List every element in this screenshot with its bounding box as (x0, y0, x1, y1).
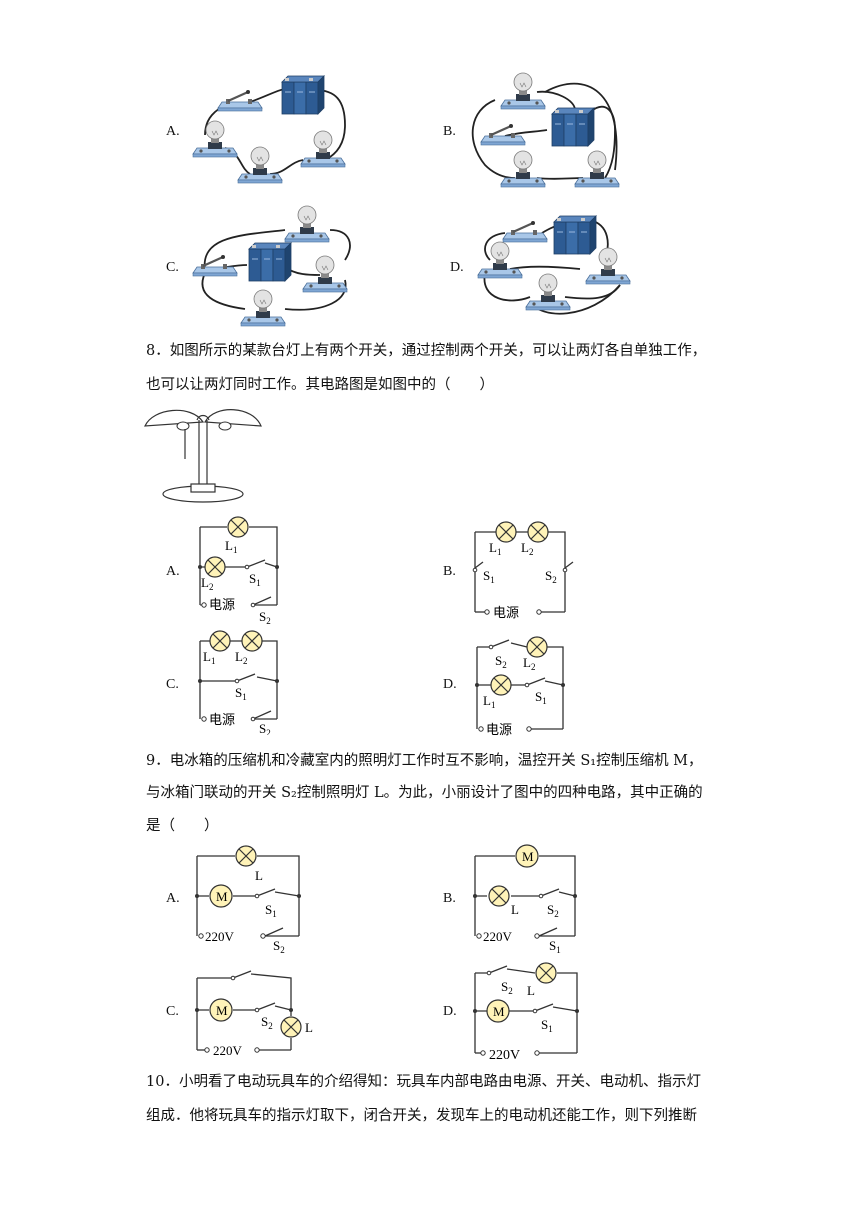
q8a-l1: L1 (225, 538, 237, 555)
q7-option-a-circuit (192, 75, 346, 184)
q9d-s1: S1 (541, 1017, 553, 1034)
q9d-lamp: L (527, 983, 535, 998)
q9-option-a-label[interactable]: A. (166, 891, 180, 906)
q9b-lamp: L (511, 902, 519, 917)
q9-option-c-circuit: M L S2 220V (195, 970, 313, 1058)
q9c-motor: M (216, 1003, 228, 1018)
q8c-l1: L1 (203, 649, 215, 666)
q9c-lamp: L (305, 1020, 313, 1035)
q8a-s2: S2 (259, 609, 271, 625)
q8a-s1: S1 (249, 571, 261, 588)
q8a-l2: L2 (201, 575, 213, 592)
q8b-s1: S1 (483, 568, 495, 585)
q9a-lamp: L (255, 868, 263, 883)
q9b-voltage: 220V (483, 929, 513, 944)
q8-option-a-circuit: L1 L2 S1 电源 S2 (198, 516, 279, 625)
q8d-l2: L2 (523, 655, 535, 672)
q9b-motor: M (522, 849, 534, 864)
question-9-line-1: 9．电冰箱的压缩机和冷藏室内的照明灯工作时互不影响，温控开关 S₁控制压缩机 M… (146, 753, 703, 769)
q8d-s1: S1 (535, 689, 547, 706)
q8c-s1: S1 (235, 685, 247, 702)
q9-option-a-circuit: M L S1 220V S2 (195, 845, 301, 955)
q8d-l1: L1 (483, 693, 495, 710)
q9b-s1: S1 (549, 938, 561, 955)
q8b-l2: L2 (521, 540, 533, 557)
question-8-line-1: 8．如图所示的某款台灯上有两个开关，通过控制两个开关，可以让两灯各自单独工作， (146, 343, 707, 359)
q9a-s1: S1 (265, 902, 277, 919)
q8c-power: 电源 (209, 712, 235, 727)
q8b-l1: L1 (489, 540, 501, 557)
q7-option-d-circuit (477, 215, 631, 315)
q8c-s2: S2 (259, 721, 271, 735)
q8d-s2: S2 (495, 653, 507, 670)
q9-option-b-label[interactable]: B. (443, 891, 456, 906)
q8-option-a-label[interactable]: A. (166, 564, 180, 579)
q9c-s2: S2 (261, 1014, 273, 1031)
question-10-line-2: 组成．他将玩具车的指示灯取下，闭合开关，发现车上的电动机还能工作，则下列推断 (146, 1108, 697, 1124)
q9c-voltage: 220V (213, 1043, 243, 1058)
q7-option-a-label[interactable]: A. (166, 124, 180, 139)
q8-option-d-label[interactable]: D. (443, 677, 457, 692)
q9a-voltage: 220V (205, 929, 235, 944)
q9d-s2: S2 (501, 979, 513, 996)
q7-option-d-label[interactable]: D. (450, 260, 464, 275)
question-9-line-2: 与冰箱门联动的开关 S₂控制照明灯 L。为此，小丽设计了图中的四种电路，其中正确… (146, 785, 703, 801)
q9a-s2: S2 (273, 938, 285, 955)
q8-option-d-circuit: S2 L2 L1 S1 电源 (475, 636, 565, 737)
q8b-power: 电源 (493, 605, 519, 620)
q9-option-c-label[interactable]: C. (166, 1004, 179, 1019)
q9d-motor: M (493, 1004, 505, 1019)
question-9-line-3: 是（ ） (146, 818, 219, 834)
q7-option-c-circuit (191, 205, 351, 327)
q8b-s2: S2 (545, 568, 557, 585)
q9-option-d-label[interactable]: D. (443, 1004, 457, 1019)
q8-option-b-label[interactable]: B. (443, 564, 456, 579)
q7-option-b-circuit (471, 72, 620, 188)
q9a-motor: M (216, 889, 228, 904)
q9-option-d-circuit: M S2 L S1 220V (473, 962, 579, 1063)
q7-option-c-label[interactable]: C. (166, 260, 179, 275)
q8-option-c-circuit: L1 L2 S1 电源 S2 (198, 630, 279, 735)
q8d-power: 电源 (486, 722, 512, 737)
desk-lamp-illustration (144, 409, 262, 503)
q8-option-b-circuit: L1 L2 S1 S2 电源 (472, 521, 574, 620)
q9-option-b-circuit: M L S2 220V S1 (473, 844, 577, 955)
q8-option-c-label[interactable]: C. (166, 677, 179, 692)
q8c-l2: L2 (235, 649, 247, 666)
q9d-voltage: 220V (489, 1048, 520, 1063)
q9b-s2: S2 (547, 902, 559, 919)
q8a-power: 电源 (209, 597, 235, 612)
q7-option-b-label[interactable]: B. (443, 124, 456, 139)
question-8-line-2: 也可以让两灯同时工作。其电路图是如图中的（ ） (146, 377, 494, 393)
question-10-line-1: 10．小明看了电动玩具车的介绍得知：玩具车内部电路由电源、开关、电动机、指示灯 (146, 1074, 701, 1090)
